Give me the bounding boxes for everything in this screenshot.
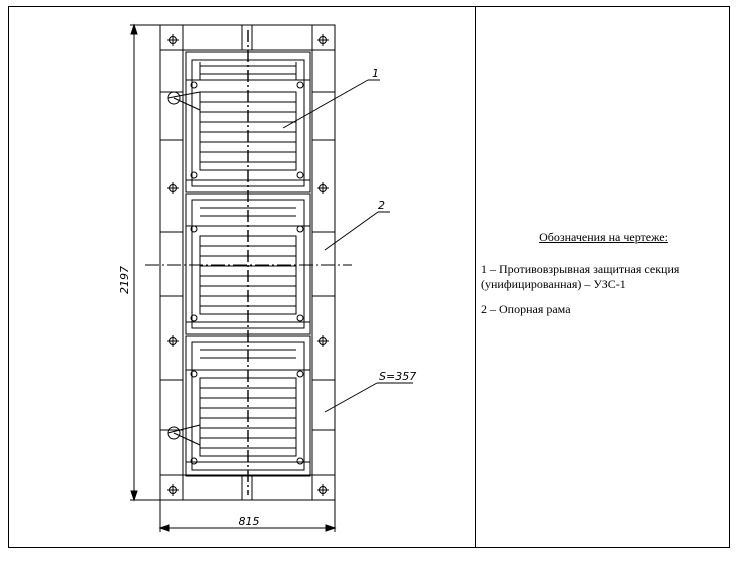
protective-section-3 [167, 335, 311, 477]
callout-1-label: 1 [372, 67, 379, 80]
width-dimension-line [158, 500, 337, 532]
width-dimension-label: 815 [239, 515, 260, 528]
callout-leader-2 [324, 211, 390, 251]
height-dimension-label: 2197 [118, 266, 131, 294]
height-dimension-line [130, 23, 160, 502]
anchor-bolts [167, 34, 329, 496]
protective-section-1 [167, 51, 311, 193]
callout-leader-1 [282, 79, 380, 129]
legend-item-1: 1 – Противовзрывная защитная секция (уни… [481, 262, 680, 291]
legend-title: Обозначения на чертеже: [539, 230, 668, 244]
drawing-frame [8, 6, 730, 548]
callout-2-label: 2 [378, 199, 385, 212]
legend-panel: Обозначения на чертеже: 1 – Противовзрыв… [481, 230, 726, 327]
thickness-leader [324, 382, 413, 413]
thickness-label: S=357 [379, 370, 416, 383]
legend-item-2: 2 – Опорная рама [481, 302, 571, 316]
frame-divider [475, 6, 476, 548]
